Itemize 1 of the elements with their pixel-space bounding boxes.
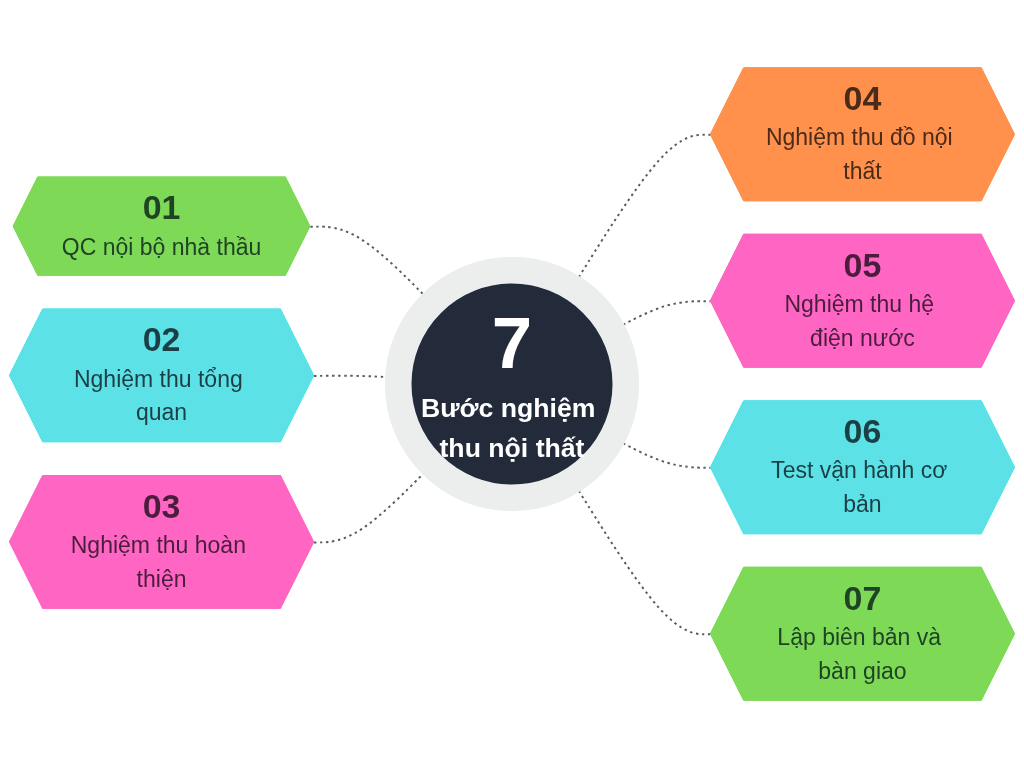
node-circle: 7 Bước nghiệm thu nội thất [384, 256, 640, 512]
